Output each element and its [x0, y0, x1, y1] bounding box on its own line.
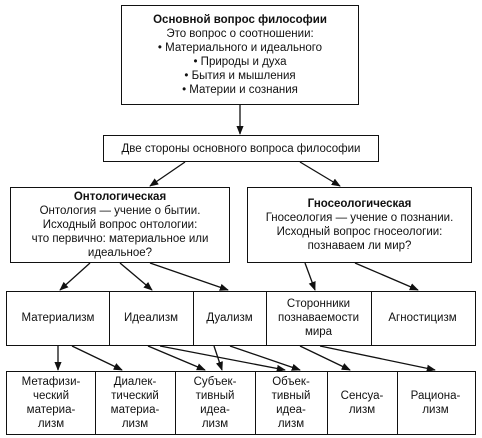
arrow-dual-to-subj — [213, 345, 223, 371]
dualism-label: Дуализм — [206, 312, 253, 324]
arrow-sides-to-onto — [149, 161, 186, 187]
supporters-line: познаваемости — [277, 312, 360, 324]
idealism-cell: Идеализм — [109, 292, 193, 344]
idealism-label: Идеализм — [123, 312, 179, 324]
supporters-cell: Сторонники познаваемости мира — [266, 292, 371, 344]
main-question-title: Основной вопрос философии — [153, 14, 327, 26]
arrow-ideal-to-subj — [147, 345, 206, 371]
ontological-line: что первично: материальное или — [31, 233, 209, 245]
ontological-line: Исходный вопрос онтологии: — [42, 219, 198, 231]
agnosticism-label: Агностицизм — [388, 312, 457, 324]
metaphysical-materialism-cell: Метафизи- ческий материа- лизм — [21, 375, 81, 430]
gnoseological-line: Гносеология — учение о познании. — [265, 212, 454, 224]
materialism-label: Материализм — [21, 312, 95, 324]
main-question-item: Природы и духа — [193, 55, 287, 69]
two-sides-box: Две стороны основного вопроса философии — [103, 135, 379, 162]
supporters-line: мира — [304, 326, 333, 338]
doctrines-row: Материализм Идеализм Дуализм Сторонники … — [6, 291, 476, 346]
main-question-box: Основной вопрос философии Это вопрос о с… — [121, 5, 359, 105]
objective-idealism-cell: Объек- тивный идеа- лизм — [271, 375, 311, 430]
gnoseological-line: Исходный вопрос гносеологии: — [276, 226, 443, 238]
arrow-supp-to-rat — [319, 345, 436, 372]
arrow-sides-to-gnoseo — [299, 161, 341, 187]
gnoseological-title: Гносеологическая — [307, 198, 412, 210]
ontological-line: Онтология — учение о бытии. — [39, 205, 201, 217]
main-question-subtitle: Это вопрос о соотношении: — [166, 28, 314, 40]
dualism-cell: Дуализм — [193, 292, 266, 344]
ontological-line: идеальное? — [87, 247, 153, 259]
arrow-dual-to-obj — [229, 345, 301, 371]
ontological-box: Онтологическая Онтология — учение о быти… — [10, 187, 230, 263]
dialectical-materialism-cell: Диалек- тический материа- лизм — [110, 375, 160, 430]
agnosticism-cell: Агностицизм — [371, 292, 474, 344]
arrow-onto-to-materialism — [59, 262, 91, 291]
arrow-onto-to-idealism — [119, 262, 153, 291]
ontological-title: Онтологическая — [73, 191, 167, 203]
gnoseological-line: познаваем ли мир? — [307, 240, 412, 252]
main-question-item: Материи и сознания — [182, 83, 298, 97]
main-question-item: Бытия и мышления — [184, 69, 296, 83]
arrow-onto-to-dualism — [149, 262, 229, 291]
schools-row: Метафизи- ческий материа- лизм Диалек- т… — [6, 371, 476, 435]
arrow-mat-to-dialect — [71, 345, 123, 371]
two-sides-label: Две стороны основного вопроса философии — [121, 142, 361, 155]
arrow-ideal-to-obj — [159, 345, 286, 373]
arrow-supp-to-sens — [299, 345, 351, 371]
arrow-gnoseo-to-agnosticism — [354, 262, 419, 291]
supporters-line: Сторонники — [286, 298, 351, 310]
arrow-gnoseo-to-supporters — [304, 262, 316, 291]
subjective-idealism-cell: Субъек- тивный идеа- лизм — [193, 375, 237, 430]
main-question-item: Материального и идеального — [158, 41, 322, 55]
materialism-cell: Материализм — [7, 292, 109, 344]
rationalism-cell: Рациона- лизм — [410, 389, 461, 416]
gnoseological-box: Гносеологическая Гносеология — учение о … — [247, 187, 472, 263]
sensualism-cell: Сенсуа- лизм — [340, 389, 384, 416]
